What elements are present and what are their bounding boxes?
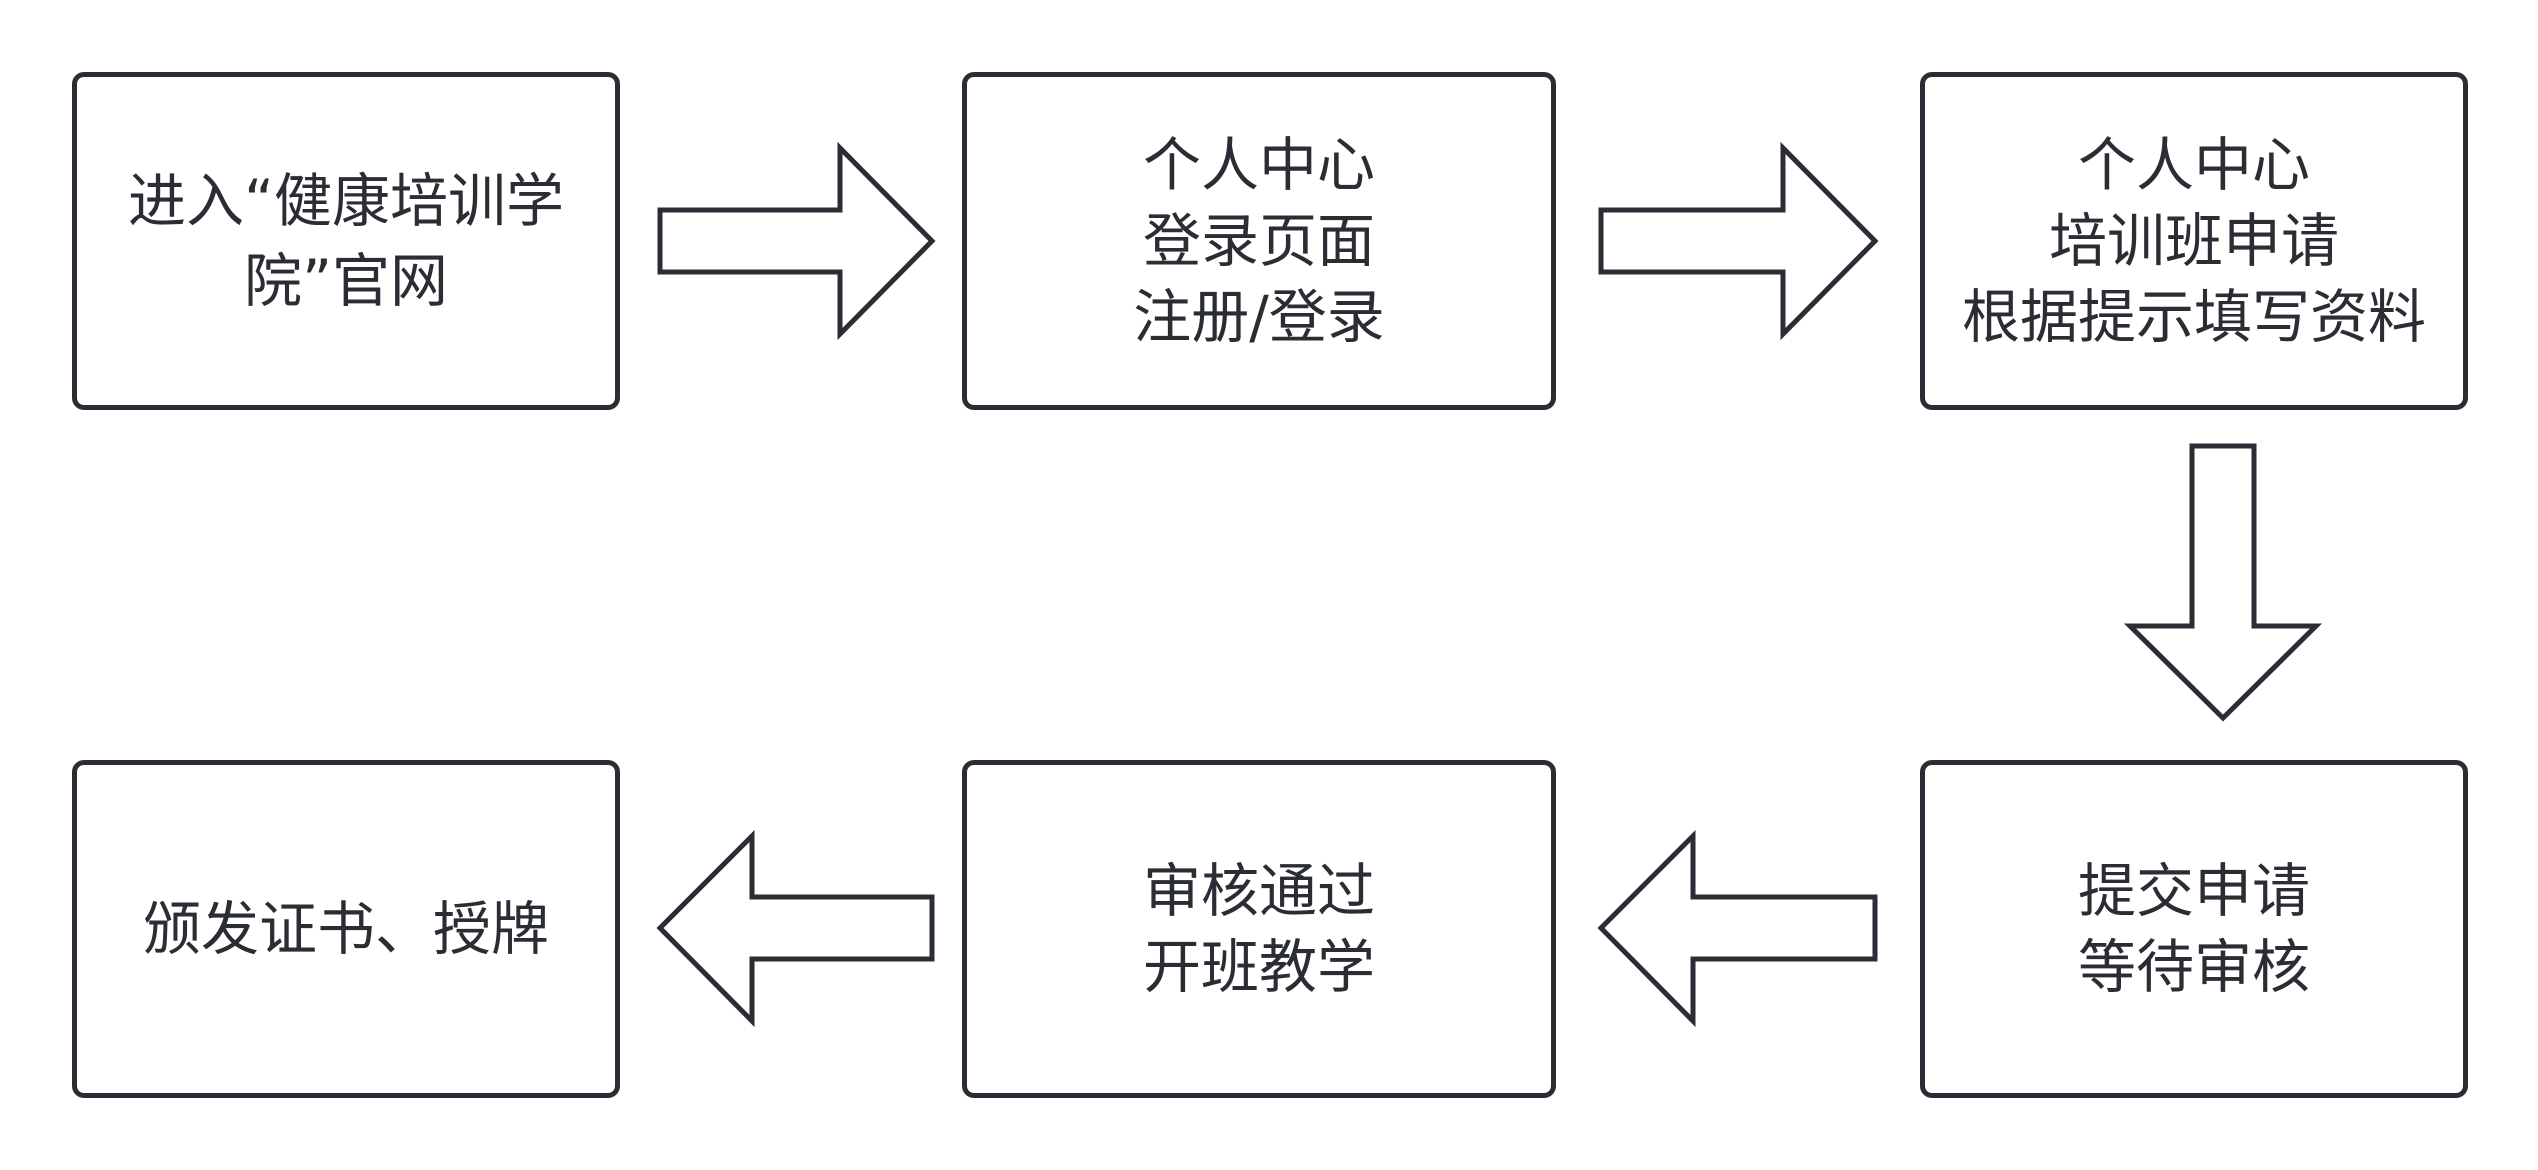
step-text-line: 审核通过 [1142, 857, 1375, 925]
step-text-line: 注册/登录 [1133, 283, 1385, 351]
step-text-line: 进入“健康培训学 [127, 167, 565, 235]
step-training-application: 个人中心 培训班申请 根据提示填写资料 [1920, 72, 2468, 410]
step-text-line: 院”官网 [243, 247, 449, 315]
step-personal-center-login: 个人中心 登录页面 注册/登录 [962, 72, 1556, 410]
arrow-left-2 [656, 829, 935, 1028]
arrow-right-2 [1598, 141, 1879, 341]
step-issue-certificate: 颁发证书、授牌 [72, 760, 620, 1098]
arrow-down [2123, 443, 2323, 722]
arrow-left-1 [1597, 829, 1878, 1028]
step-text-line: 个人中心 [1142, 131, 1375, 199]
step-text-line: 颁发证书、授牌 [142, 895, 549, 963]
step-text-line: 等待审核 [2077, 933, 2310, 1001]
step-text-line: 开班教学 [1142, 933, 1375, 1001]
step-text-line: 登录页面 [1142, 207, 1375, 275]
step-submit-application: 提交申请 等待审核 [1920, 760, 2468, 1098]
step-text-line: 培训班申请 [2048, 207, 2339, 275]
step-enter-website: 进入“健康培训学 院”官网 [72, 72, 620, 410]
step-approved-teaching: 审核通过 开班教学 [962, 760, 1556, 1098]
step-text-line: 提交申请 [2077, 857, 2310, 925]
step-text-line: 根据提示填写资料 [1961, 283, 2426, 351]
arrow-right-1 [657, 141, 936, 341]
step-text-line: 个人中心 [2077, 131, 2310, 199]
